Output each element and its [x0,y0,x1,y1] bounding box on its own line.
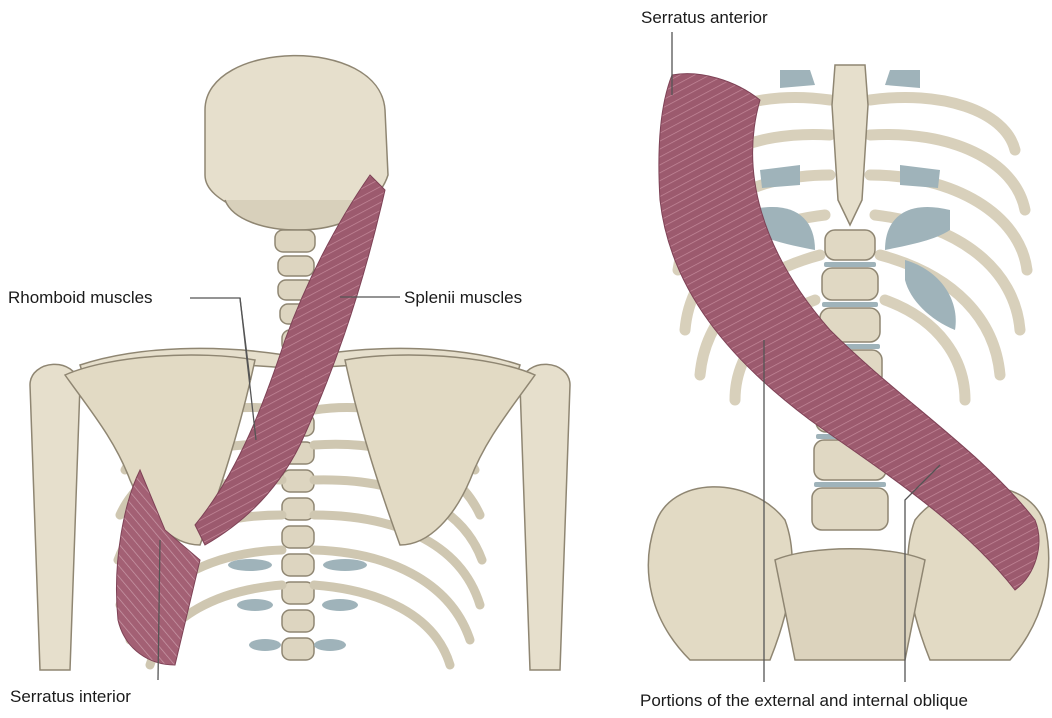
pelvis-left [648,487,792,660]
label-serratus-anterior: Serratus anterior [641,9,768,26]
humerus-right [520,364,570,670]
label-serratus-interior: Serratus interior [10,688,131,705]
sacrum [775,549,925,660]
sternum [832,65,868,225]
label-splenii-muscles: Splenii muscles [404,289,522,306]
label-obliques: Portions of the external and internal ob… [640,692,968,709]
skull [205,56,388,210]
humerus-left [30,364,80,670]
label-rhomboid-muscles: Rhomboid muscles [8,289,153,306]
